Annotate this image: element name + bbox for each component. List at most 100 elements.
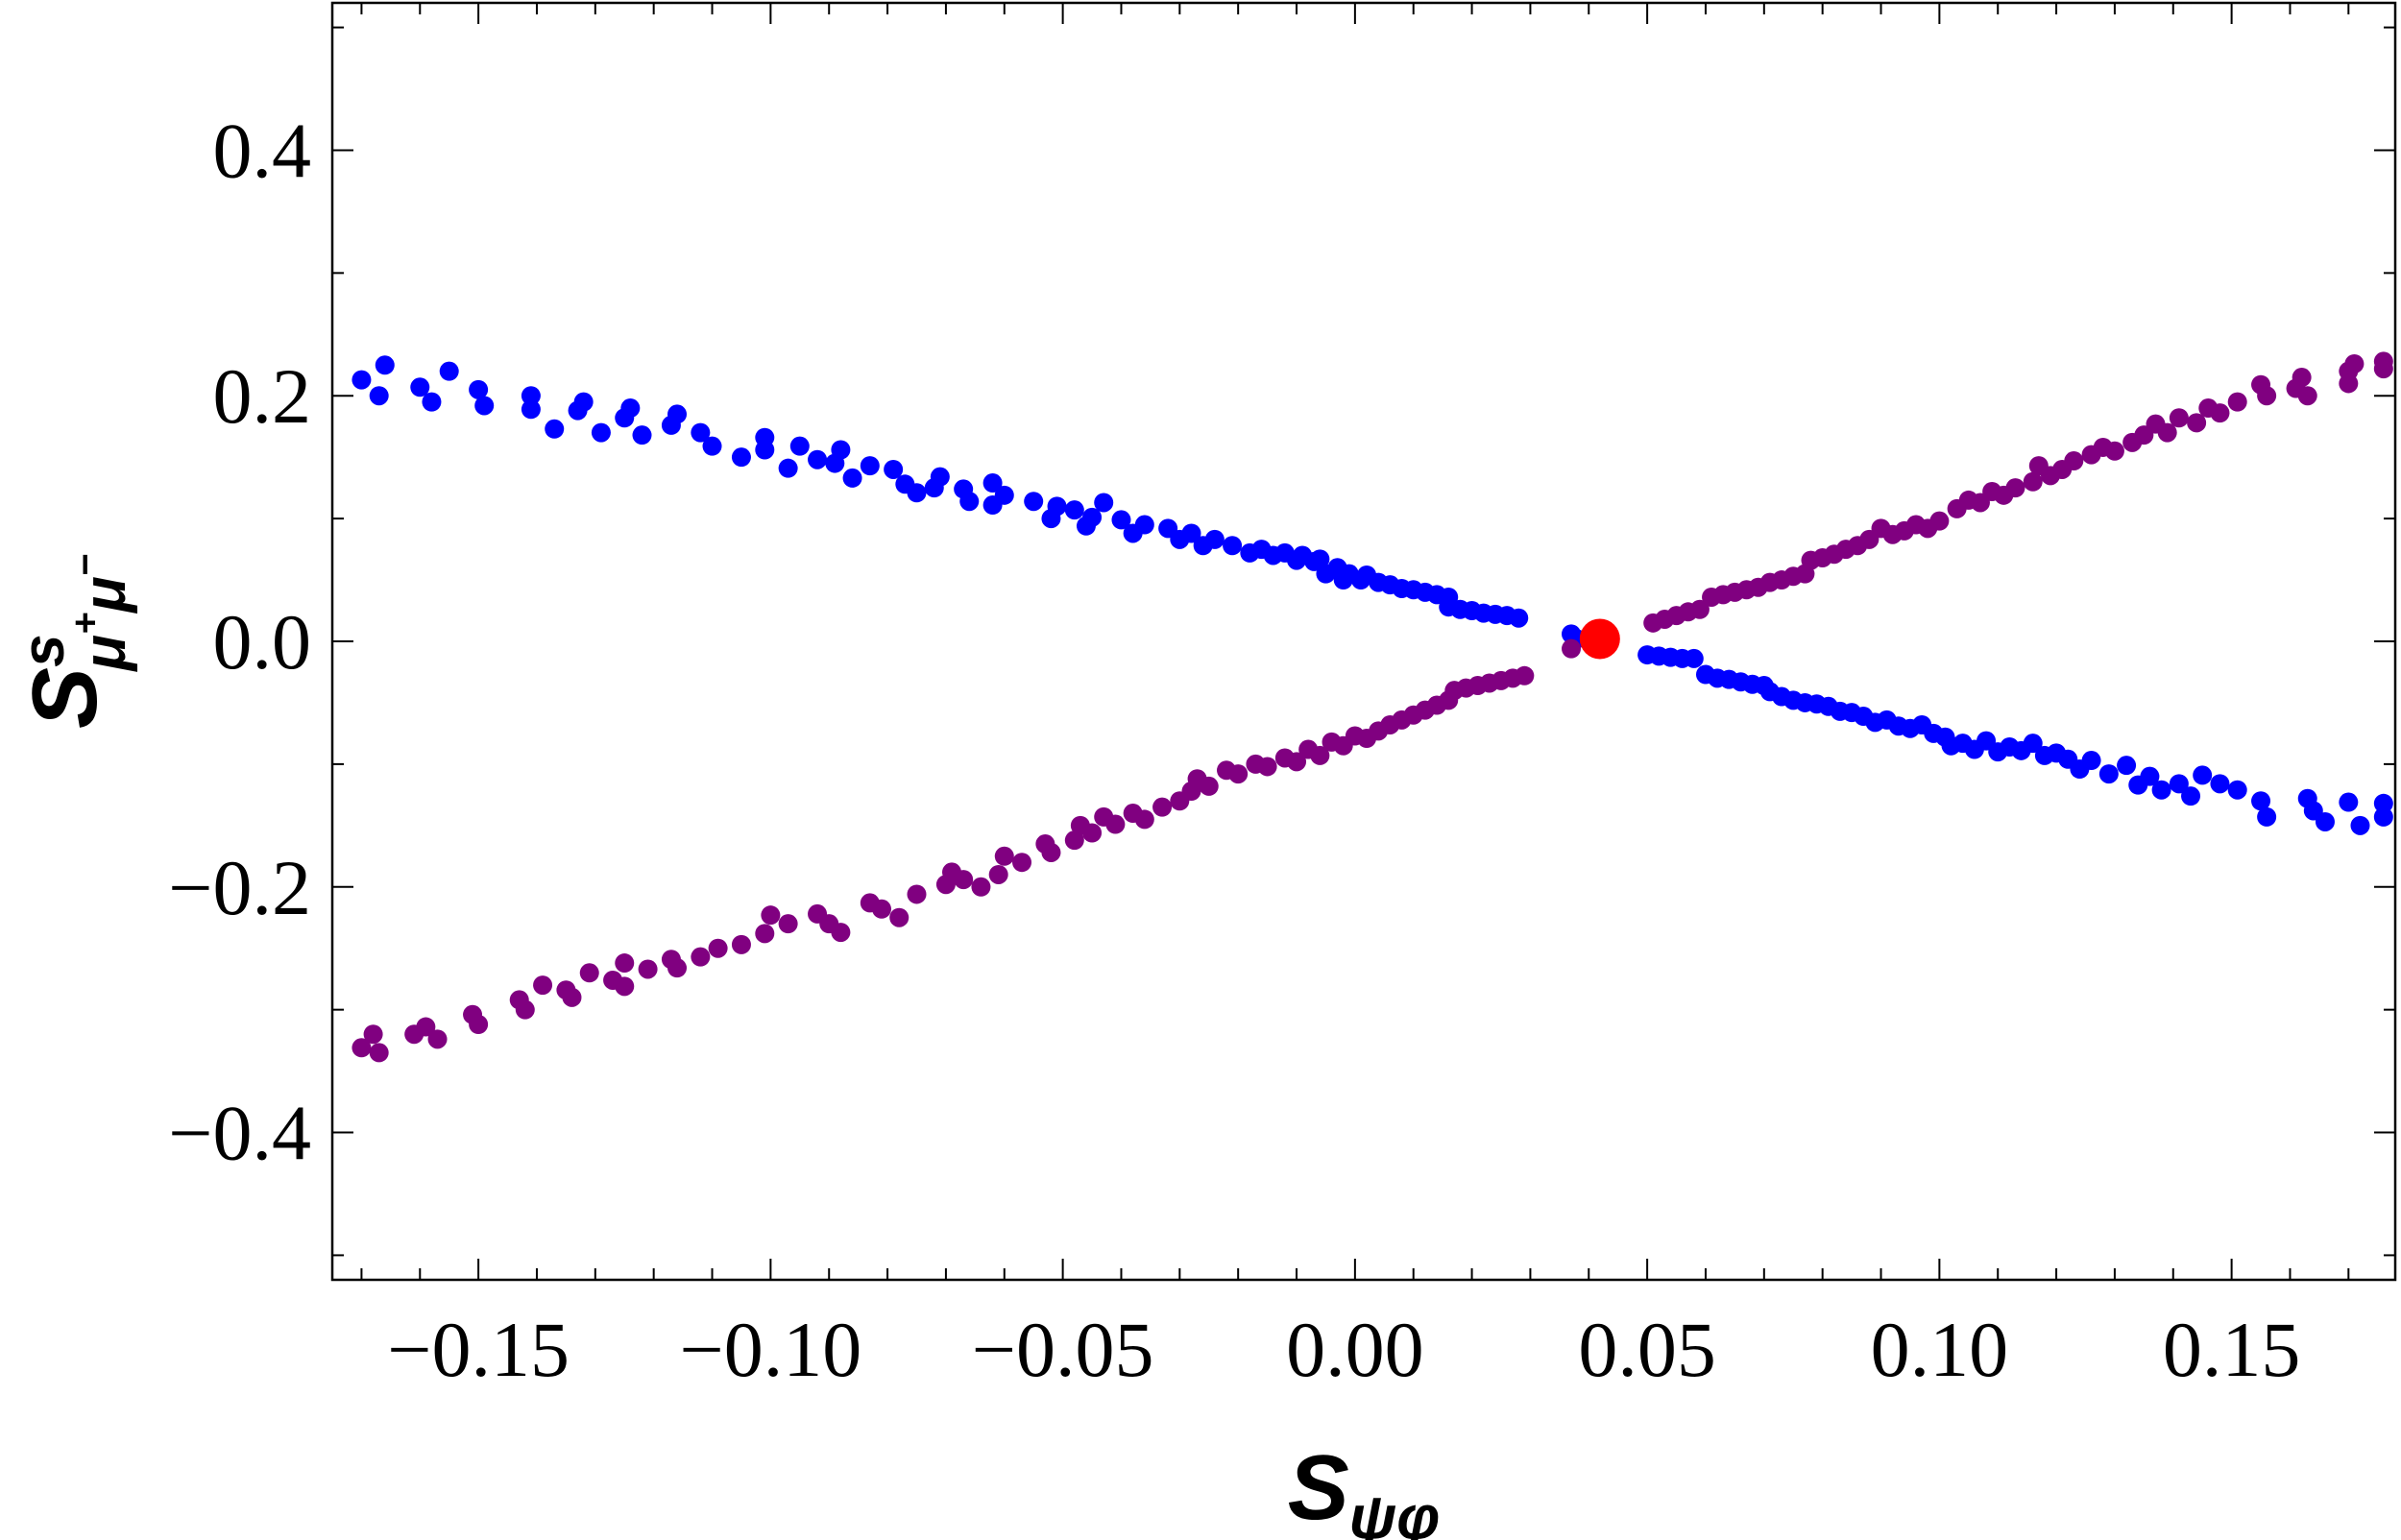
data-point bbox=[573, 392, 594, 412]
data-point bbox=[521, 399, 541, 420]
data-point bbox=[930, 467, 950, 487]
data-point bbox=[615, 953, 635, 974]
svg-text:Ssμ+μ−: Ssμ+μ− bbox=[11, 554, 138, 729]
data-point bbox=[1152, 797, 1173, 817]
data-point bbox=[884, 459, 904, 479]
data-point bbox=[352, 370, 372, 390]
data-point bbox=[1509, 608, 1529, 628]
data-point bbox=[1024, 492, 1044, 512]
data-point bbox=[632, 425, 652, 445]
series-0 bbox=[352, 355, 2393, 835]
data-point bbox=[761, 905, 781, 926]
data-point bbox=[1562, 638, 1582, 659]
data-point bbox=[1094, 493, 1114, 513]
data-point bbox=[410, 377, 430, 397]
data-point bbox=[615, 976, 635, 997]
x-tick-label: 0.10 bbox=[1871, 1306, 2009, 1393]
data-point bbox=[427, 1029, 448, 1049]
data-point bbox=[2187, 413, 2207, 433]
data-point bbox=[2257, 386, 2277, 406]
data-point bbox=[2297, 386, 2317, 406]
data-point bbox=[2350, 815, 2370, 835]
data-point bbox=[1134, 809, 1154, 830]
data-point bbox=[2251, 791, 2271, 811]
data-point bbox=[1223, 536, 1243, 556]
data-point bbox=[1515, 665, 1535, 686]
x-tick-label: −0.05 bbox=[972, 1306, 1154, 1393]
data-point bbox=[2227, 780, 2247, 800]
data-point bbox=[2140, 766, 2160, 786]
data-point bbox=[2373, 806, 2393, 827]
x-tick-label: 0.15 bbox=[2163, 1306, 2301, 1393]
data-point bbox=[755, 440, 775, 460]
y-tick-label: −0.2 bbox=[168, 844, 311, 931]
y-tick-label: 0.2 bbox=[213, 352, 312, 440]
data-point bbox=[871, 899, 891, 919]
data-point bbox=[2315, 811, 2335, 831]
data-point bbox=[778, 914, 798, 934]
data-point bbox=[2210, 774, 2230, 794]
data-point bbox=[667, 404, 688, 424]
data-point bbox=[2227, 392, 2247, 412]
data-point bbox=[1134, 515, 1154, 535]
data-point bbox=[591, 422, 611, 443]
y-axis-title: Ssμ+μ− bbox=[11, 554, 138, 729]
x-tick-label: 0.05 bbox=[1578, 1306, 1716, 1393]
data-point bbox=[1287, 752, 1307, 772]
data-point bbox=[2169, 408, 2189, 428]
data-point bbox=[533, 975, 553, 996]
data-point bbox=[755, 924, 775, 944]
data-point bbox=[1181, 523, 1201, 543]
data-point bbox=[731, 447, 751, 468]
data-point bbox=[1111, 510, 1131, 530]
data-point bbox=[363, 1024, 383, 1045]
data-point bbox=[1310, 549, 1330, 569]
data-point bbox=[954, 870, 974, 890]
data-point bbox=[2157, 422, 2177, 443]
data-point bbox=[907, 483, 927, 503]
data-point bbox=[2257, 806, 2277, 827]
data-point bbox=[375, 355, 395, 375]
data-point bbox=[2098, 764, 2119, 784]
data-point bbox=[1064, 830, 1084, 851]
data-point bbox=[691, 947, 711, 967]
data-point bbox=[2023, 471, 2043, 492]
data-point bbox=[1012, 853, 1032, 873]
data-point bbox=[416, 1017, 436, 1037]
data-point bbox=[1204, 529, 1225, 549]
data-point bbox=[515, 999, 535, 1020]
data-point bbox=[1310, 745, 1330, 765]
data-point bbox=[579, 963, 599, 983]
y-axis-title-main: S bbox=[13, 667, 116, 729]
data-point bbox=[2210, 403, 2230, 423]
data-points bbox=[352, 351, 2393, 1063]
data-point bbox=[2292, 368, 2312, 388]
y-tick-label: −0.4 bbox=[168, 1090, 311, 1177]
data-point bbox=[1047, 496, 1067, 517]
data-point bbox=[352, 1038, 372, 1058]
data-point bbox=[808, 449, 828, 469]
x-axis-title-main: S bbox=[1288, 1436, 1349, 1539]
x-axis-title: Sψφ bbox=[1288, 1436, 1441, 1540]
data-point bbox=[439, 361, 459, 381]
x-axis-title-sub: ψφ bbox=[1349, 1482, 1441, 1540]
plot-frame bbox=[330, 1, 2397, 1282]
data-point bbox=[691, 422, 711, 443]
data-point bbox=[988, 864, 1008, 884]
data-point bbox=[994, 846, 1014, 866]
y-tick-label: 0.0 bbox=[213, 598, 312, 686]
data-point bbox=[2169, 774, 2189, 794]
data-point bbox=[2005, 478, 2025, 498]
y-axis-title-sup: s bbox=[11, 634, 77, 666]
data-point bbox=[1041, 842, 1061, 862]
data-point bbox=[708, 938, 728, 958]
data-point bbox=[2081, 751, 2101, 771]
data-point bbox=[971, 877, 991, 897]
data-point bbox=[1064, 500, 1084, 520]
data-point bbox=[638, 959, 658, 979]
data-point bbox=[889, 907, 909, 927]
data-point bbox=[842, 468, 862, 488]
data-point bbox=[2339, 373, 2359, 394]
x-tick-label: 0.00 bbox=[1286, 1306, 1424, 1393]
